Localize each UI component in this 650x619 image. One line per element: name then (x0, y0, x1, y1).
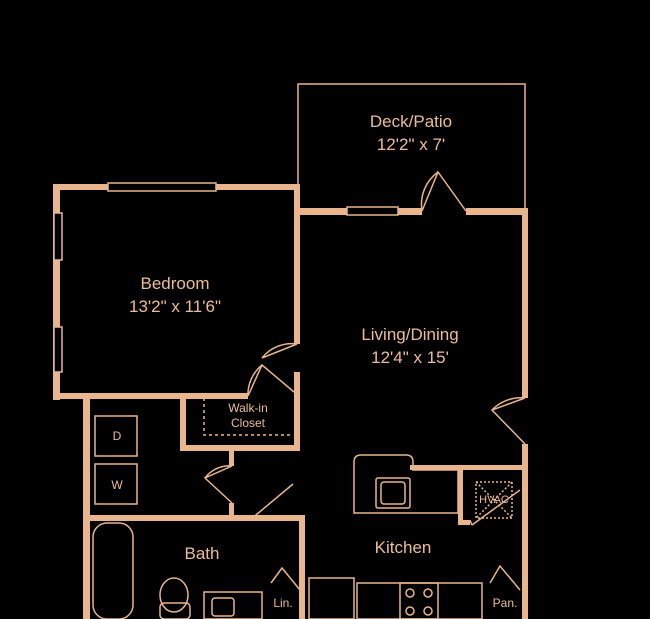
fixtures (53, 83, 526, 619)
bedroom-size: 13'2" x 11'6" (129, 297, 221, 316)
bedroom-label: Bedroom (140, 274, 210, 293)
living-label: Living/Dining (361, 325, 459, 344)
walls (53, 184, 528, 619)
closet-label-2: Closet (230, 416, 266, 430)
deck-label: Deck/Patio (369, 112, 453, 131)
deck-size: 12'2" x 7' (376, 135, 446, 154)
pantry-label: Pan. (492, 596, 518, 610)
washer-label: W (111, 478, 123, 492)
kitchen-label: Kitchen (374, 538, 432, 557)
dryer-label: D (112, 429, 122, 443)
living-size: 12'4" x 15' (371, 348, 449, 367)
bath-label: Bath (184, 544, 220, 563)
hvac-label: HVAC (479, 494, 509, 506)
closet-label: Walk-in (228, 401, 268, 415)
linen-label: Lin. (273, 596, 293, 610)
